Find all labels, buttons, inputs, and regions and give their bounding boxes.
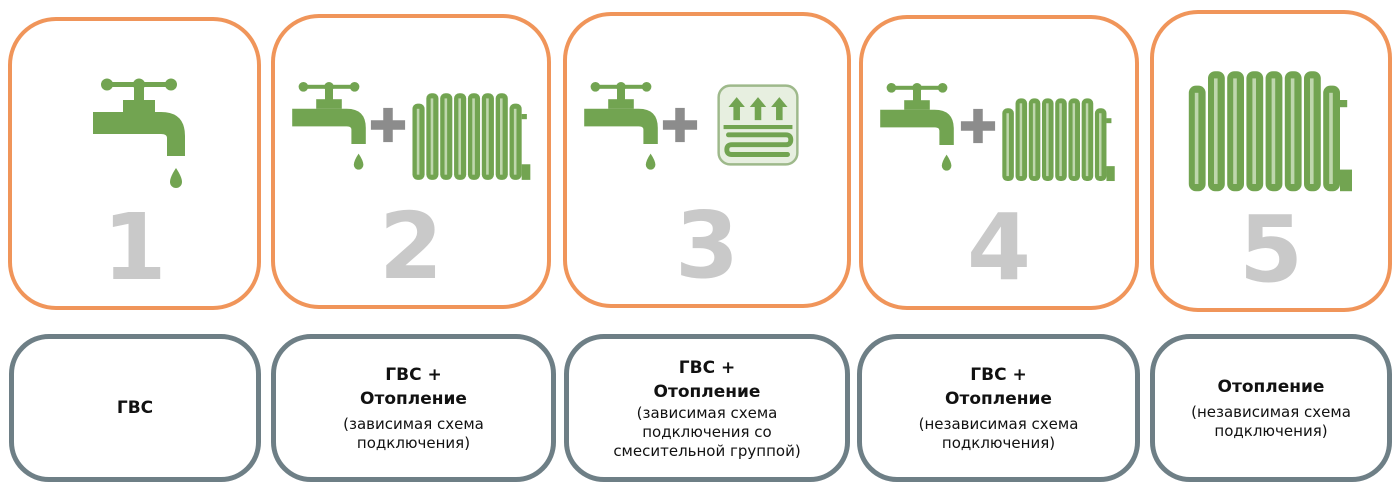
radiator-icon bbox=[999, 93, 1123, 193]
option-title: ГВС + Отопление bbox=[945, 365, 1052, 409]
faucet-icon bbox=[581, 80, 661, 176]
option-title: ГВС bbox=[116, 398, 154, 418]
radiator-icon bbox=[409, 88, 539, 192]
option-4-tile: 4 bbox=[859, 15, 1139, 310]
option-number: 4 bbox=[966, 194, 1031, 301]
option-5-tile: 5 bbox=[1150, 10, 1392, 312]
plus-icon bbox=[661, 106, 699, 144]
option-2-tile: 2 bbox=[271, 14, 551, 309]
option-note: (независимая схема подключения) bbox=[918, 415, 1079, 452]
option-note: (зависимая схема подключения со смесител… bbox=[613, 403, 801, 460]
plus-icon bbox=[369, 106, 407, 144]
faucet-icon bbox=[89, 76, 189, 196]
option-number: 3 bbox=[674, 192, 739, 299]
option-title: ГВС + Отопление bbox=[360, 365, 467, 409]
option-note: (независимая схема подключения) bbox=[1191, 403, 1351, 440]
option-3-tile: 3 bbox=[563, 12, 851, 308]
faucet-icon bbox=[877, 81, 957, 177]
option-5-label: Отопление (независимая схема подключения… bbox=[1150, 334, 1392, 482]
option-4-label: ГВС + Отопление (независимая схема подкл… bbox=[857, 334, 1140, 482]
option-1-label: ГВС bbox=[9, 334, 261, 482]
option-number: 5 bbox=[1238, 196, 1303, 303]
option-number: 1 bbox=[102, 194, 167, 301]
underfloor-heating-icon bbox=[717, 84, 799, 166]
option-3-label: ГВС + Отопление (зависимая схема подключ… bbox=[564, 334, 850, 482]
option-number: 2 bbox=[378, 193, 443, 300]
option-title: ГВС + Отопление bbox=[653, 357, 761, 402]
faucet-icon bbox=[289, 80, 369, 176]
plus-icon bbox=[959, 107, 997, 145]
option-title: Отопление bbox=[1217, 377, 1325, 397]
option-note: (зависимая схема подключения) bbox=[343, 415, 484, 452]
option-2-label: ГВС + Отопление (зависимая схема подключ… bbox=[271, 334, 556, 482]
option-1-tile: 1 bbox=[8, 17, 261, 310]
radiator-icon bbox=[1184, 64, 1364, 208]
